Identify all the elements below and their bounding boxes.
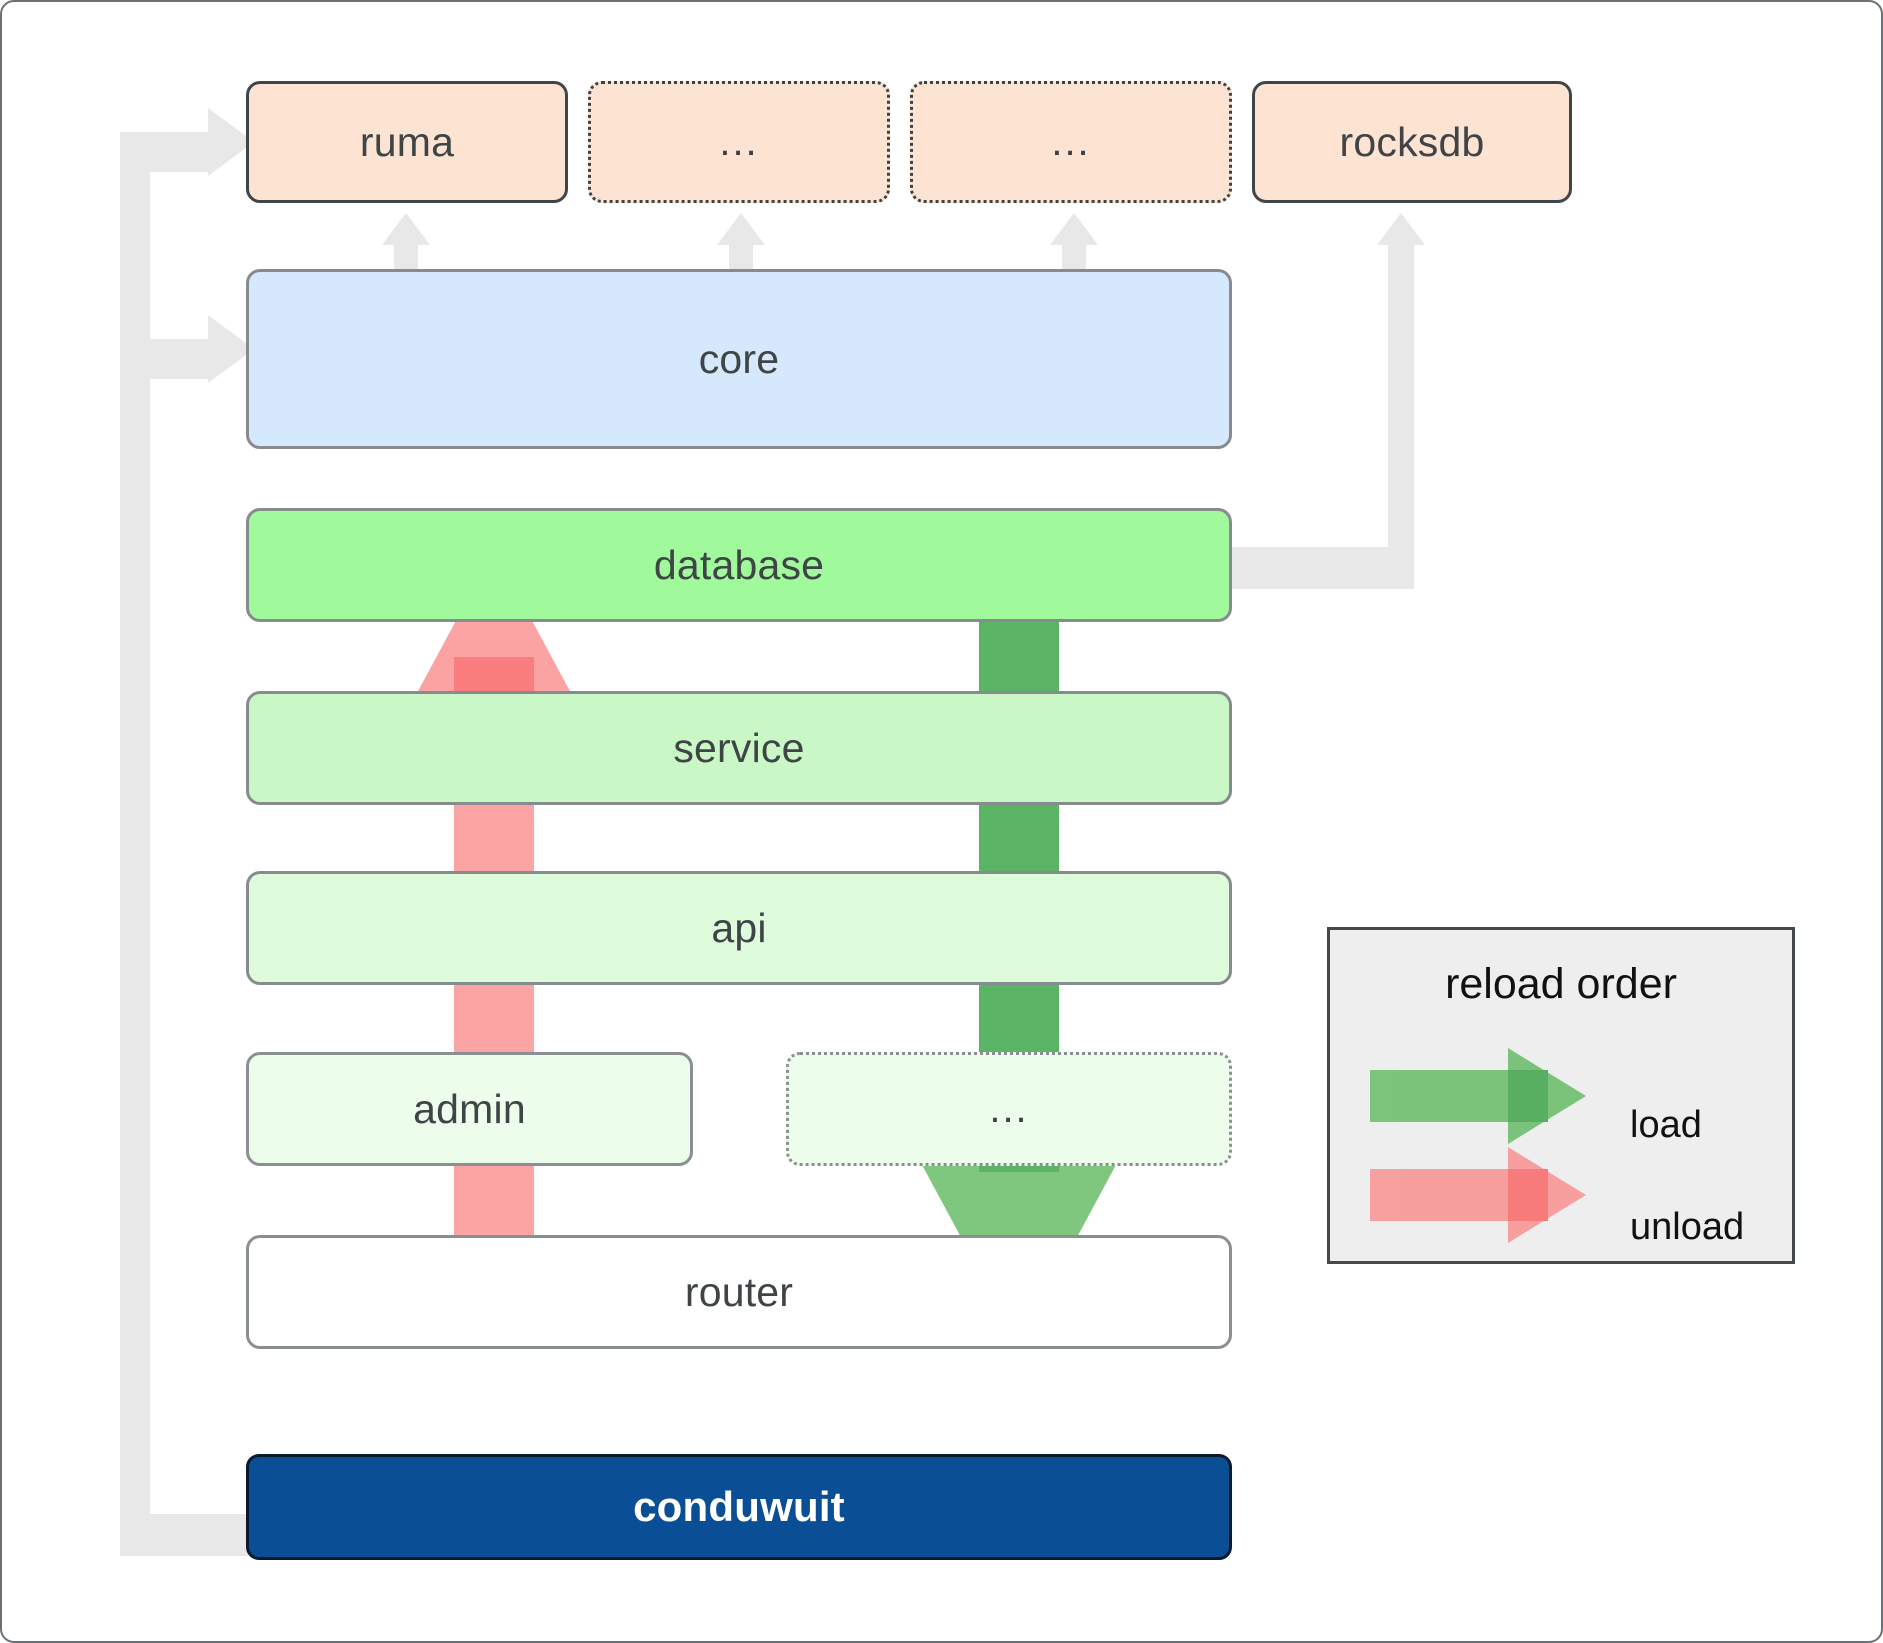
layer-label: ... (989, 1087, 1029, 1131)
wire-arrow-core-dots1 (717, 213, 765, 245)
wire-arrow-core-dots2 (1050, 213, 1098, 245)
layer-box-api[interactable]: api (246, 871, 1232, 985)
legend-unload-arrow-icon (1370, 1147, 1586, 1243)
wire-left-trunk (120, 1514, 250, 1556)
legend-swatches (1370, 1048, 1586, 1243)
wire-to-ruma (120, 132, 208, 172)
wire-db-to-rocksdb-h (1232, 547, 1414, 589)
dependency-label: ... (719, 120, 759, 164)
wire-arrow-core-ruma (382, 213, 430, 245)
layer-box-core[interactable]: core (246, 269, 1232, 449)
layer-label: admin (413, 1085, 526, 1132)
layer-label: core (698, 335, 780, 382)
wire-core-to-ruma (394, 245, 418, 271)
dependency-label: rocksdb (1339, 118, 1485, 165)
dependency-label: ... (1051, 120, 1091, 164)
root-box-conduwuit[interactable]: conduwuit (246, 1454, 1232, 1560)
legend-panel: reload order load unload (1327, 927, 1795, 1264)
wire-to-core (120, 339, 208, 379)
wire-db-to-rocksdb-v (1388, 245, 1414, 589)
dependency-box-placeholder-1[interactable]: ... (588, 81, 890, 203)
layer-box-router[interactable]: router (246, 1235, 1232, 1349)
dependency-box-ruma[interactable]: ruma (246, 81, 568, 203)
root-label: conduwuit (633, 1483, 845, 1530)
layer-box-service[interactable]: service (246, 691, 1232, 805)
legend-label-unload: unload (1630, 1206, 1745, 1248)
legend-load-arrow-icon (1370, 1048, 1586, 1144)
dependency-label: ruma (359, 118, 455, 165)
layer-label: api (711, 904, 767, 951)
wire-core-to-dots1 (729, 245, 753, 271)
wire-arrow-ruma (208, 108, 254, 176)
wire-core-to-dots2 (1062, 245, 1086, 271)
layer-box-placeholder[interactable]: ... (786, 1052, 1232, 1166)
legend-label-load: load (1630, 1104, 1702, 1146)
layer-box-database[interactable]: database (246, 508, 1232, 622)
layer-label: router (684, 1268, 794, 1315)
wire-arrow-core (208, 315, 254, 383)
layer-label: database (653, 541, 825, 588)
layer-label: service (673, 724, 805, 771)
wire-arrow-rocksdb (1377, 213, 1425, 245)
dependency-box-placeholder-2[interactable]: ... (910, 81, 1232, 203)
legend-title: reload order (1445, 960, 1677, 1008)
layer-box-admin[interactable]: admin (246, 1052, 693, 1166)
dependency-box-rocksdb[interactable]: rocksdb (1252, 81, 1572, 203)
